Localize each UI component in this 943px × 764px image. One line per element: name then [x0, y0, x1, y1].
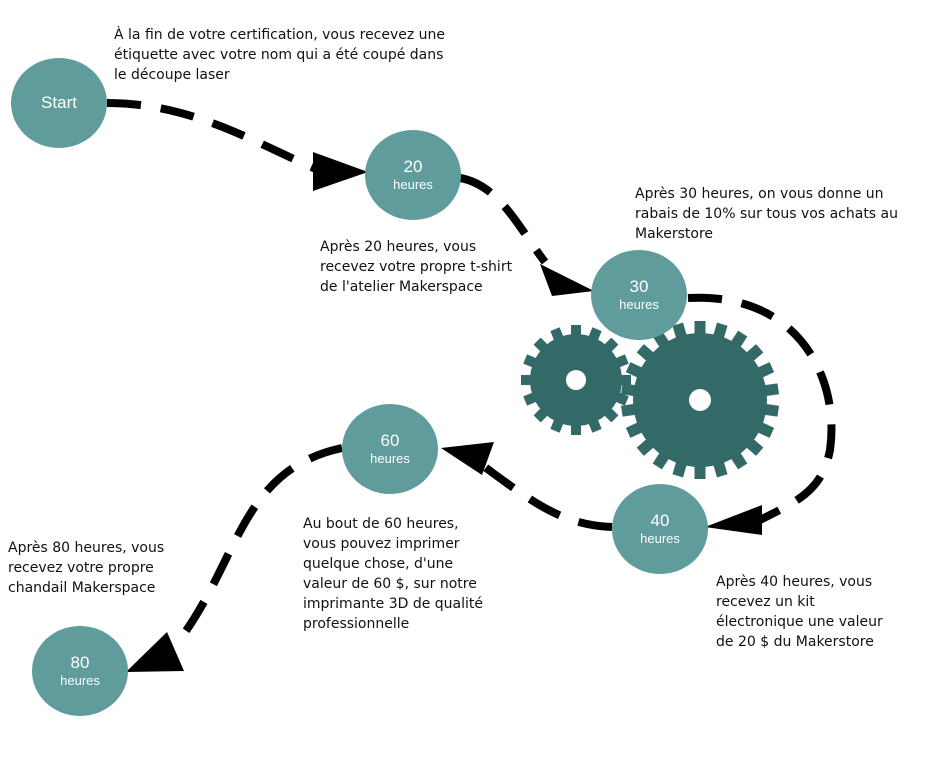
milestone-number: 20 [403, 157, 423, 176]
milestone-40-hours: 40 heures [612, 484, 708, 574]
note-start: À la fin de votre certification, vous re… [114, 27, 446, 83]
arrowhead-icon [540, 264, 594, 296]
note-30-hours: Après 30 heures, on vous donne un rabais… [635, 186, 899, 242]
milestone-60-hours: 60 heures [342, 404, 438, 494]
gear-tooth [571, 420, 581, 435]
milestone-80-hours: 80 heures [32, 626, 128, 716]
milestone-number: 40 [650, 511, 670, 530]
small-gear-icon [521, 325, 631, 435]
milestone-number: 60 [380, 431, 400, 450]
milestone-30-hours: 30 heures [591, 250, 687, 340]
path-40-to-60 [479, 461, 613, 531]
arrowhead-icon [441, 442, 494, 475]
milestone-number: 80 [70, 653, 90, 672]
note-20-hours: Après 20 heures, vous recevez votre prop… [320, 239, 513, 295]
milestone-unit: heures [619, 297, 659, 312]
milestone-number: Start [41, 93, 77, 112]
milestone-number: 30 [629, 277, 649, 296]
gear-tooth [694, 321, 706, 339]
note-40-hours: Après 40 heures, vous recevez un kit éle… [716, 574, 883, 650]
milestone-unit: heures [640, 531, 680, 546]
gear-tooth [571, 325, 581, 340]
milestone-unit: heures [393, 177, 433, 192]
path-30-to-40 [687, 293, 836, 524]
note-60-hours: Au bout de 60 heures, vous pouvez imprim… [303, 516, 484, 632]
arrowhead-icon [313, 152, 368, 191]
arrowhead-icon [126, 632, 184, 672]
milestone-unit: heures [60, 673, 100, 688]
milestone-start: Start [11, 58, 107, 148]
large-gear-icon [621, 321, 779, 479]
gear-tooth [694, 461, 706, 479]
path-20-to-30 [459, 174, 549, 265]
milestone-unit: heures [370, 451, 410, 466]
path-start-to-20 [106, 99, 320, 174]
arrowhead-icon [705, 505, 762, 535]
note-80-hours: Après 80 heures, vous recevez votre prop… [8, 540, 165, 596]
milestone-20-hours: 20 heures [365, 130, 461, 220]
path-60-to-80 [174, 444, 343, 645]
